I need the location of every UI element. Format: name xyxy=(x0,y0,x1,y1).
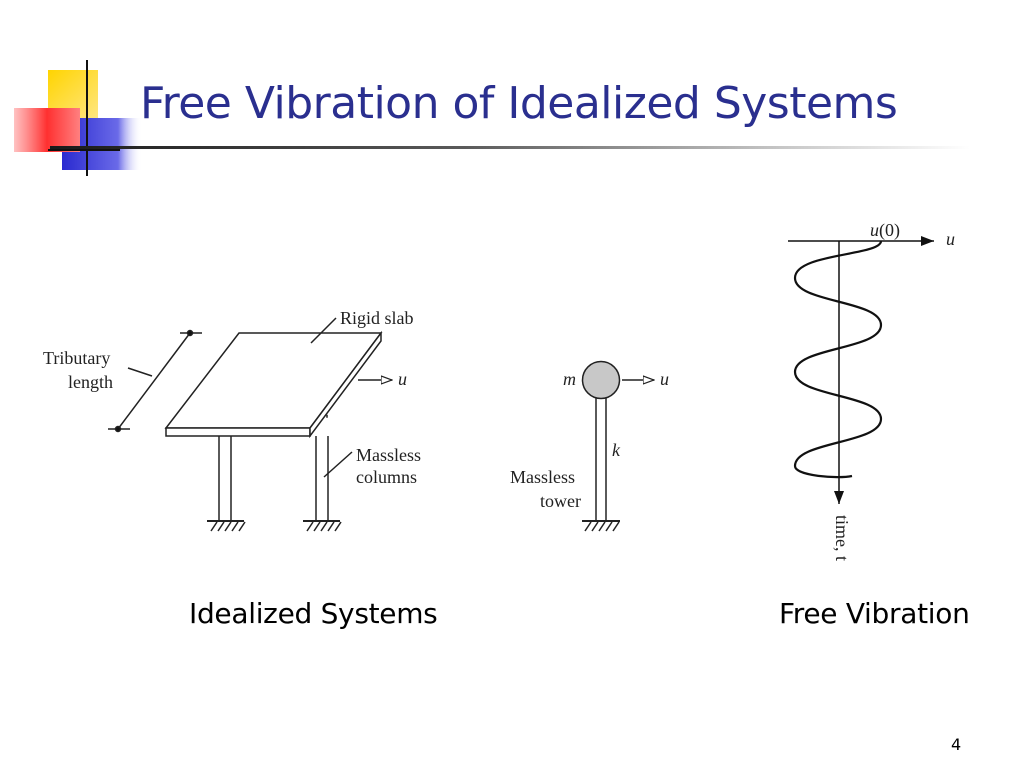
left-column xyxy=(218,436,232,521)
slide-title: Free Vibration of Idealized Systems xyxy=(140,78,898,129)
deco-red-square xyxy=(14,108,80,152)
stiffness-label: k xyxy=(612,440,621,460)
tower-displacement-label: u xyxy=(660,369,669,389)
left-support xyxy=(207,520,246,532)
idealized-systems-caption: Idealized Systems xyxy=(189,597,438,630)
tower-system xyxy=(581,360,654,532)
tributary-length-dimension xyxy=(108,329,202,433)
massless-columns-label-line2: columns xyxy=(356,467,417,487)
massless-tower-label-line2: tower xyxy=(540,491,581,511)
tower-support xyxy=(582,520,620,532)
slab-side-face xyxy=(309,330,382,439)
vibration-curve xyxy=(793,240,883,479)
rigid-slab-label: Rigid slab xyxy=(340,308,414,328)
tributary-label-line1: Tributary xyxy=(43,348,110,368)
time-axis-label: time, t xyxy=(832,515,852,561)
mass-label: m xyxy=(563,369,576,389)
free-vibration-plot xyxy=(788,236,934,504)
title-decoration-icon xyxy=(14,60,142,176)
page-number: 4 xyxy=(951,735,962,754)
massless-columns-label-line1: Massless xyxy=(356,445,421,465)
initial-displacement-label: u(0) xyxy=(870,220,900,241)
rigid-slab-leader xyxy=(310,317,337,344)
tributary-label-line2: length xyxy=(68,372,113,392)
title-underline xyxy=(50,146,970,149)
slab-displacement-label: u xyxy=(398,369,407,389)
massless-tower-label-line1: Massless xyxy=(510,467,575,487)
right-column xyxy=(315,436,329,521)
lumped-mass xyxy=(581,360,621,400)
plot-u-label: u xyxy=(946,229,955,249)
rigid-slab-frame xyxy=(108,317,392,532)
right-support xyxy=(303,520,342,532)
massless-columns-leader xyxy=(323,451,353,478)
slab-front-face xyxy=(165,427,311,437)
free-vibration-caption: Free Vibration xyxy=(779,597,970,630)
